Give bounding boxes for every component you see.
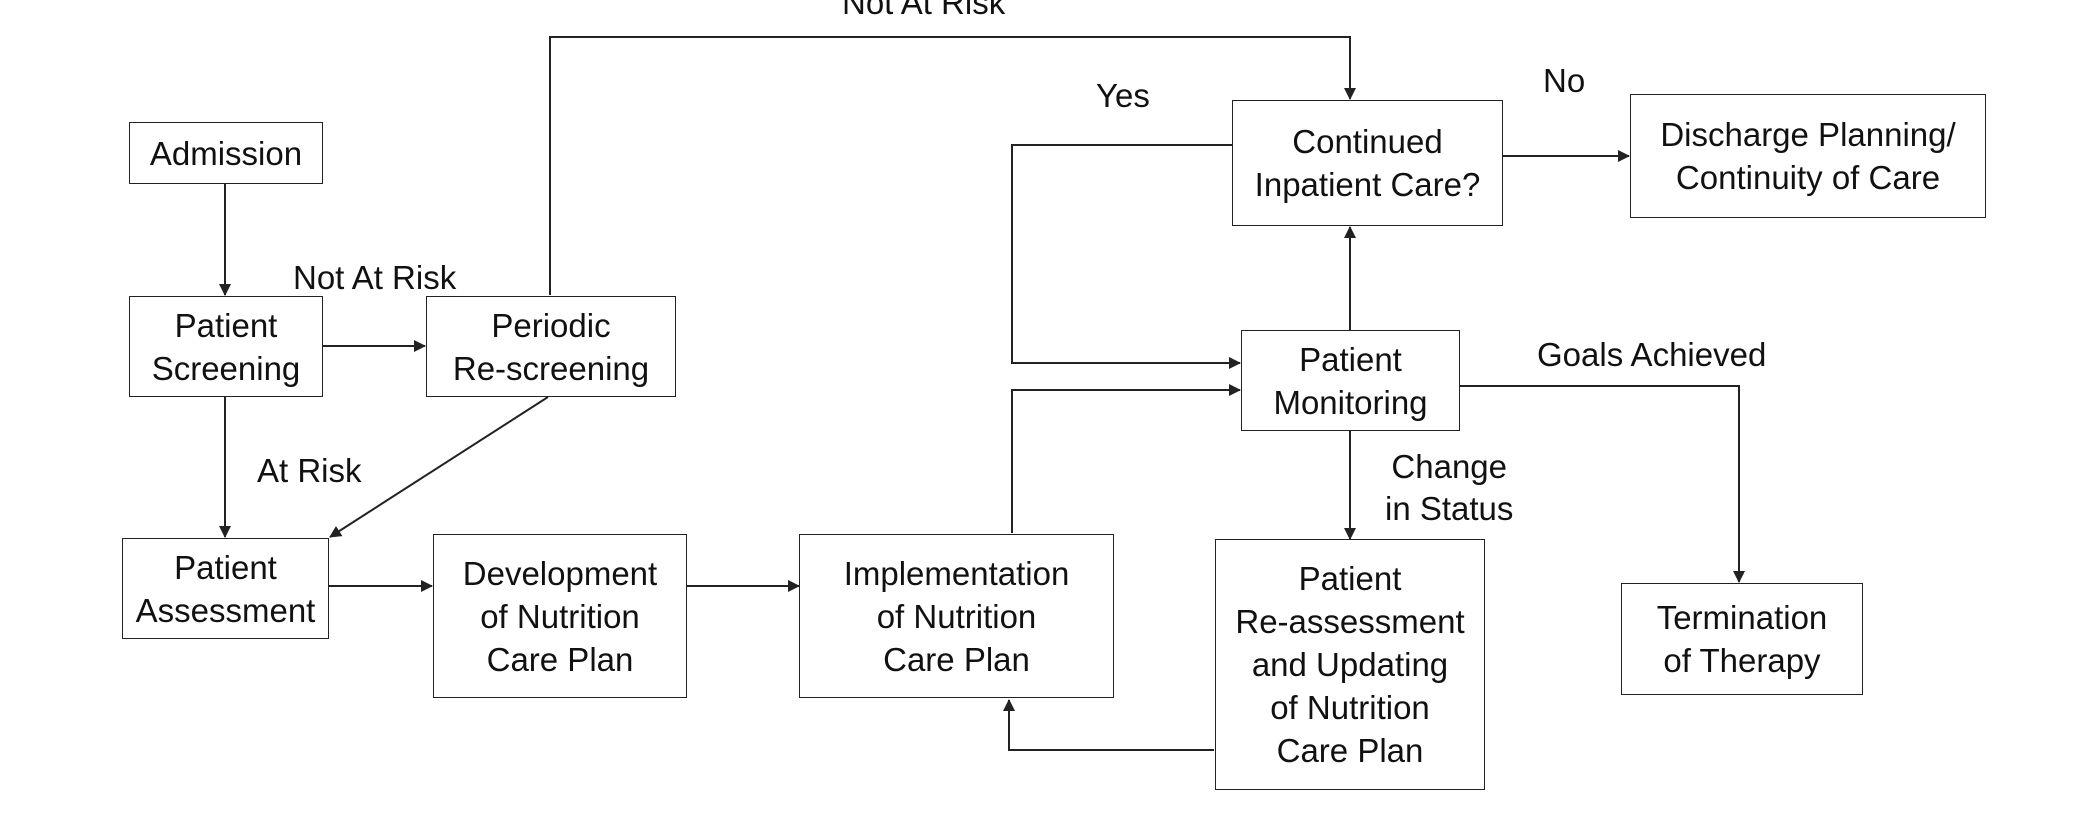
edge-rescreening-assessment xyxy=(329,396,549,538)
edge-continued-monitoring xyxy=(1011,144,1241,369)
edge-implementation-monitoring xyxy=(1011,384,1241,533)
node-discharge-planning: Discharge Planning/ Continuity of Care xyxy=(1630,94,1986,218)
label-not-at-risk: Not At Risk xyxy=(293,259,457,296)
node-patient-monitoring: Patient Monitoring xyxy=(1241,330,1460,431)
label-change-in-status: Change in Status xyxy=(1385,448,1514,527)
node-termination-of-therapy: Termination of Therapy xyxy=(1621,583,1863,695)
node-admission: Admission xyxy=(129,122,323,184)
edge-rescreening-continued xyxy=(549,36,1356,295)
edge-monitoring-termination xyxy=(1459,385,1745,583)
node-development-care-plan: Development of Nutrition Care Plan xyxy=(433,534,687,698)
node-implementation-care-plan: Implementation of Nutrition Care Plan xyxy=(799,534,1114,698)
label-at-risk: At Risk xyxy=(257,452,362,489)
node-patient-assessment: Patient Assessment xyxy=(122,538,329,639)
node-continued-inpatient-care: Continued Inpatient Care? xyxy=(1232,100,1503,226)
node-patient-reassessment: Patient Re-assessment and Updating of Nu… xyxy=(1215,539,1485,790)
edge-reassessment-implementation xyxy=(1003,699,1214,751)
label-no: No xyxy=(1543,62,1586,99)
node-patient-screening: Patient Screening xyxy=(129,296,323,397)
label-yes: Yes xyxy=(1096,77,1150,114)
label-not-at-risk-top: Not At Risk xyxy=(842,0,1006,21)
label-goals-achieved: Goals Achieved xyxy=(1537,336,1767,373)
node-periodic-rescreening: Periodic Re-screening xyxy=(426,296,676,397)
